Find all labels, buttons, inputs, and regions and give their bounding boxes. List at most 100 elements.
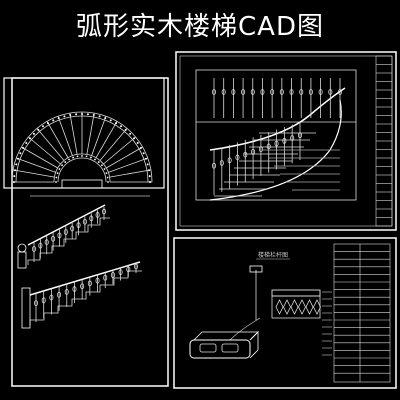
plan-baluster-dot [124, 128, 127, 131]
baluster-turning [41, 297, 46, 304]
plan-baluster-dot [32, 132, 35, 135]
railing-panel [271, 295, 321, 319]
plan-baluster-dot [105, 172, 108, 175]
baluster-turning [282, 137, 287, 144]
plan-tread-line [95, 121, 118, 158]
plan-baluster-dot [98, 115, 101, 118]
baluster-turning [63, 229, 68, 235]
plan-landing [61, 179, 103, 189]
top-right-frame [175, 51, 397, 231]
baluster-turning [299, 89, 304, 95]
baluster-turning [57, 291, 62, 298]
lower-balusters [34, 263, 138, 322]
baluster-turning [266, 143, 271, 150]
left-panel [3, 77, 169, 387]
railing-diamond [305, 299, 314, 315]
plan-baluster-dot [17, 157, 20, 160]
detail-title: 楼梯栏杆图 [258, 251, 288, 259]
baluster-turning [274, 140, 279, 147]
plan-baluster-dot [61, 164, 63, 167]
baluster-turning [87, 280, 92, 287]
plan-baluster-dot [142, 152, 145, 155]
baluster-turning [103, 274, 108, 281]
plan-baluster-dot [147, 169, 150, 172]
plan-baluster-dots [13, 113, 151, 183]
baluster-turning [80, 283, 85, 290]
plan-tread-line [16, 157, 56, 173]
lower-handrail [29, 261, 141, 296]
baluster-turning [34, 300, 39, 307]
plan-baluster-dot [58, 168, 61, 170]
plan-tread-line [21, 146, 58, 169]
plan-baluster-dot [133, 137, 136, 140]
plan-baluster-dot [144, 157, 147, 160]
plan-baluster-dot [81, 113, 83, 115]
plan-baluster-dot [19, 152, 22, 155]
baluster-turning [126, 266, 131, 273]
plan-baluster-dot [148, 175, 151, 178]
plan-baluster-dot [57, 117, 60, 120]
baluster-turning [279, 89, 284, 95]
plan-tread-line [28, 136, 61, 165]
baluster-turning [219, 160, 224, 166]
plan-baluster-dot [86, 113, 89, 116]
handrail-groove-2 [221, 343, 239, 353]
baluster-turning [328, 89, 333, 95]
bottom-right-panel: 楼梯栏杆图 [173, 237, 397, 389]
baluster-turning [250, 89, 255, 95]
handrail-groove-1 [199, 343, 217, 353]
railing-diamond [290, 299, 299, 315]
baluster-turning [72, 286, 77, 292]
plan-tread-line [99, 128, 128, 161]
plan-baluster-dot [89, 156, 92, 159]
section-upper-balusters [211, 78, 342, 118]
plan-baluster-dot [55, 181, 57, 183]
baluster-turning [211, 89, 216, 95]
plan-tread-line [91, 116, 107, 156]
railing-bracket [249, 265, 263, 273]
plan-baluster-dot [94, 158, 96, 161]
baluster-turning [231, 89, 236, 95]
plan-tread-line [46, 121, 69, 158]
plan-tread-line [36, 128, 65, 161]
baluster-turning [51, 235, 56, 242]
section-steps [214, 132, 316, 197]
plan-baluster-dot [139, 147, 142, 149]
plan-baluster-dot [103, 168, 106, 170]
section-leader-lines [262, 149, 340, 191]
plan-baluster-dot [15, 163, 18, 166]
plan-baluster-dot [136, 141, 139, 144]
stair-elevation-lower [21, 261, 142, 329]
plan-baluster-dot [149, 181, 151, 183]
plan-baluster-dot [13, 181, 15, 183]
baluster-turning [308, 89, 313, 95]
material-table-rows [334, 251, 390, 374]
plan-baluster-dot [68, 158, 70, 161]
section-drawing [195, 69, 357, 201]
table-rows [376, 64, 392, 218]
upper-handrail [27, 204, 106, 246]
upper-newel-post [17, 243, 27, 253]
stair-elevation-upper [17, 204, 110, 269]
handrail-profile [189, 339, 251, 359]
baluster-turning [318, 89, 323, 95]
plan-tread-line [12, 169, 55, 178]
baluster-turning [57, 232, 62, 239]
baluster-turning [221, 89, 226, 95]
material-table [333, 243, 391, 383]
baluster-turning [76, 222, 81, 229]
plan-tread-line [103, 136, 136, 165]
plan-baluster-dot [56, 172, 59, 175]
plan-baluster-dot [129, 132, 132, 135]
baluster-turning [260, 89, 265, 95]
plan-tread-line [108, 157, 148, 173]
detail-annotation-lines [322, 291, 332, 356]
baluster-turning [38, 242, 43, 249]
plan-baluster-dot [107, 181, 109, 183]
stair-plan [3, 77, 165, 197]
railing-diamond [298, 299, 306, 315]
drawing-title: 弧形实木楼梯CAD图 [76, 12, 324, 42]
plan-baluster-dot [75, 113, 78, 116]
baluster-turning [235, 154, 240, 161]
